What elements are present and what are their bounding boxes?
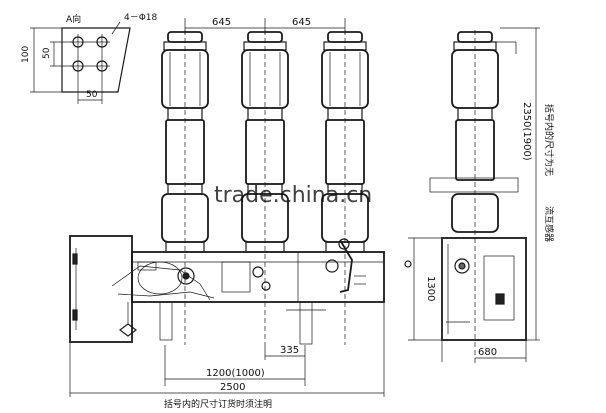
manual-lever — [339, 239, 353, 293]
view-a-label: A向 — [66, 13, 81, 25]
dim-50-horizontal-label: 50 — [86, 90, 98, 100]
note-right-2: 流互感器 — [543, 206, 555, 242]
note-right-1: 括号内的尺寸为无 — [543, 104, 555, 176]
indicator-dial-1 — [252, 266, 264, 278]
dim-645-right-label: 645 — [292, 17, 311, 28]
dim-50-vertical-label: 50 — [42, 47, 52, 59]
bottom-dimensions: 335 1200(1000) 2500 括号内的尺寸订货时须注明 — [69, 302, 385, 410]
dim-1300-label: 1300 — [425, 276, 436, 301]
dim-100-label: 100 — [21, 46, 31, 63]
dim-2500-label: 2500 — [220, 382, 245, 393]
dim-1200-label: 1200(1000) — [206, 368, 265, 379]
gear-wheel — [177, 267, 195, 285]
support-post-right — [299, 301, 313, 345]
support-post-left — [159, 301, 173, 341]
pole-right — [321, 30, 369, 345]
control-cabinet — [69, 235, 133, 343]
dim-2350-label: 2350(1900) — [521, 102, 532, 161]
base-beam — [131, 251, 385, 303]
holes-label: 4－Φ18 — [124, 13, 158, 23]
side-gauge — [454, 258, 470, 274]
pole-left — [161, 30, 209, 345]
dim-335-label: 335 — [280, 345, 299, 356]
watermark: trade.china.cn — [214, 183, 372, 208]
side-view: 1300 2350(1900) 680 括号内的尺寸为无 流互感器 — [408, 27, 555, 365]
pole-middle — [241, 30, 289, 345]
note-bottom: 括号内的尺寸订货时须注明 — [164, 398, 272, 410]
dim-645-left-label: 645 — [212, 17, 231, 28]
plate-outline — [61, 27, 131, 93]
mechanism-housing — [69, 235, 412, 345]
mounting-plate-view-a: A向 4－Φ18 100 50 50 — [21, 13, 158, 104]
dim-680-label: 680 — [478, 347, 497, 358]
operating-handle — [119, 323, 137, 337]
side-cabinet — [441, 237, 527, 341]
